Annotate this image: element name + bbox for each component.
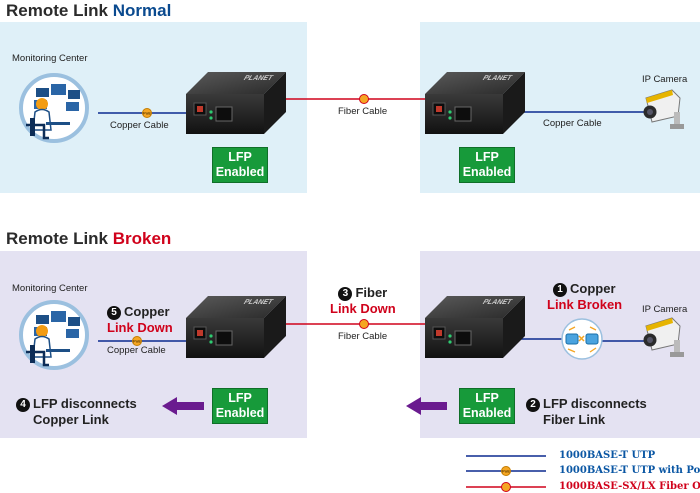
lfp-enabled-badge: LFP Enabled [212, 147, 268, 183]
legend-utp-poe-label: 1000BASE-T UTP with PoE [559, 465, 700, 476]
copper-cable-label: Copper Cable [107, 345, 166, 356]
brand-logo: PLANET [480, 75, 514, 82]
poe-icon [501, 466, 511, 476]
title-state: Broken [112, 229, 172, 248]
left-arrow-icon [162, 397, 204, 415]
step-text: Link Down [330, 301, 396, 316]
monitoring-center-label: Monitoring Center [12, 53, 88, 64]
step-text: Copper Link [33, 412, 109, 427]
media-converter-icon [424, 295, 526, 359]
broken-cable-icon [561, 318, 603, 360]
fiber-connector-icon [501, 482, 511, 492]
ip-camera-icon [643, 89, 685, 130]
brand-logo: PLANET [480, 299, 514, 306]
lfp-enabled-badge: LFP Enabled [459, 388, 515, 424]
ip-camera-label: IP Camera [642, 304, 688, 315]
fiber-cable-label: Fiber Cable [338, 331, 388, 342]
fiber-cable-label: Fiber Cable [338, 106, 388, 117]
brand-logo: PLANET [241, 299, 275, 306]
fiber-connector-icon [359, 319, 369, 329]
lfp-label: Enabled [215, 165, 265, 179]
step-text: LFP disconnects [543, 396, 647, 411]
brand-logo: PLANET [241, 75, 275, 82]
lfp-label: LFP [475, 150, 499, 164]
step-text: Link Broken [547, 297, 623, 312]
lfp-label: LFP [228, 150, 252, 164]
step-text: LFP disconnects [33, 396, 137, 411]
lfp-label: Enabled [462, 165, 512, 179]
lfp-label: LFP [228, 391, 252, 405]
step-text: Copper [570, 281, 616, 296]
step-number-badge: 1 [553, 283, 567, 297]
lfp-enabled-badge: LFP Enabled [459, 147, 515, 183]
copper-cable-label: Copper Cable [110, 120, 169, 131]
normal-section-title: Remote Link Normal [6, 1, 171, 21]
step-number-badge: 3 [338, 287, 353, 301]
step-number-badge: 5 [107, 306, 121, 320]
lfp-enabled-badge: LFP Enabled [212, 388, 268, 424]
left-arrow-icon [406, 397, 447, 415]
title-state: Normal [112, 1, 172, 20]
lfp-label: Enabled [462, 406, 512, 420]
step-text: Copper [124, 304, 170, 319]
poe-icon [142, 108, 152, 118]
step-text: Fiber Link [543, 412, 606, 427]
media-converter-icon [185, 295, 287, 359]
copper-cable-label: Copper Cable [543, 118, 602, 129]
monitoring-center-icon [19, 73, 89, 143]
monitoring-center-label: Monitoring Center [12, 283, 88, 294]
lfp-label: LFP [475, 391, 499, 405]
lfp-label: Enabled [215, 406, 265, 420]
ip-camera-icon [643, 317, 685, 358]
fiber-connector-icon [359, 94, 369, 104]
ip-camera-label: IP Camera [642, 74, 688, 85]
media-converter-icon [424, 71, 526, 135]
step-text: Fiber [355, 285, 388, 300]
legend-fiber-label: 1000BASE-SX/LX Fiber Optic [559, 481, 700, 492]
title-prefix: Remote Link [6, 229, 113, 248]
broken-section-title: Remote Link Broken [6, 229, 171, 249]
monitoring-center-icon [19, 300, 89, 370]
legend-utp-label: 1000BASE-T UTP [559, 450, 656, 461]
title-prefix: Remote Link [6, 1, 113, 20]
media-converter-icon [185, 71, 287, 135]
step-text: Link Down [107, 320, 173, 335]
step-number-badge: 2 [526, 398, 540, 412]
step-number-badge: 4 [16, 398, 30, 412]
